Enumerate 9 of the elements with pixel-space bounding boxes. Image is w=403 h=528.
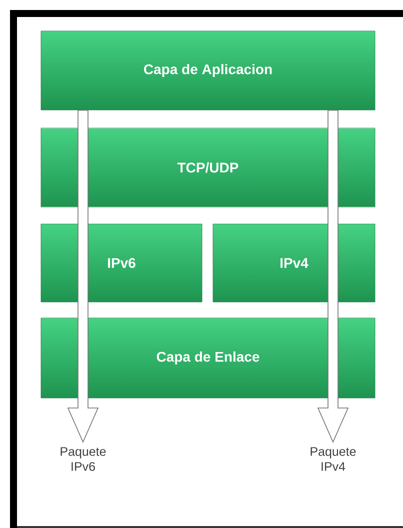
hollow-arrow: [317, 110, 349, 443]
packet-label: Paquete IPv4: [310, 447, 356, 471]
layer-box: TCP/UDP: [40, 128, 376, 208]
layer-box: IPv6: [40, 224, 202, 302]
layer-box: IPv4: [212, 224, 376, 302]
layer-box: Capa de Aplicacion: [40, 30, 376, 110]
hollow-arrow: [67, 110, 99, 443]
packet-label: Paquete IPv6: [60, 447, 106, 471]
layer-box: Capa de Enlace: [40, 318, 376, 398]
